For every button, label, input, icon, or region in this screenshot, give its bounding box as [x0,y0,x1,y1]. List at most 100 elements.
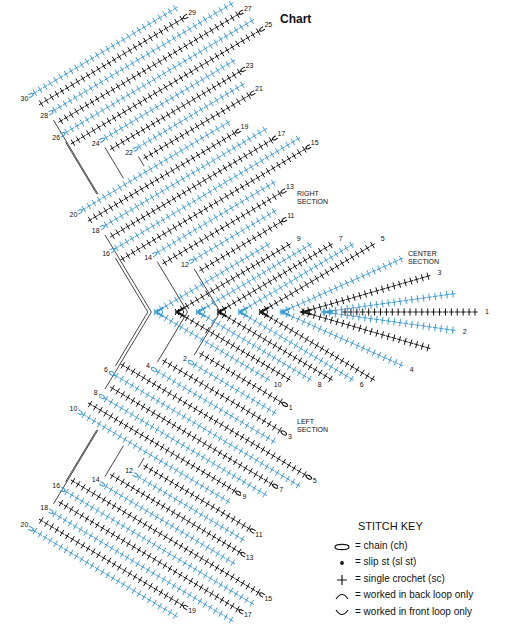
sc-stitch [96,494,100,500]
sc-stitch [234,202,238,208]
sc-stitch [230,44,234,50]
sc-stitch [259,460,263,466]
sc-stitch [131,89,135,95]
sc-stitch [419,308,424,315]
sc-stitch [157,234,161,240]
sc-stitch [335,263,339,269]
sc-stitch [89,533,93,539]
sc-stitch [194,581,198,587]
sc-stitch [226,367,230,373]
sc-stitch [178,221,182,227]
sc-stitch [360,248,364,254]
sc-stitch [278,345,282,351]
sc-stitch [81,75,85,81]
sc-stitch [134,502,138,508]
sc-stitch [187,592,191,598]
sc-stitch [170,95,174,101]
sc-stitch [164,461,168,467]
sc-stitch [144,508,148,514]
sc-stitch [261,446,265,452]
sc-stitch [360,308,365,315]
sc-stitch [220,336,224,342]
stitches [33,1,478,623]
sc-stitch [44,97,48,103]
sc-stitch [189,505,193,511]
sc-stitch [136,401,140,407]
chain-ovals [27,9,312,614]
sc-stitch [187,230,191,236]
sc-stitch [270,467,274,473]
sc-stitch [60,530,64,536]
sc-stitch [183,247,187,253]
sc-stitch [250,426,254,432]
sc-stitch [135,385,139,391]
sc-stitch [232,546,236,552]
sc-stitch [312,294,317,301]
sc-stitch [267,197,271,203]
sc-stitch [220,50,224,56]
sc-stitch [293,263,297,269]
sc-stitch [154,148,158,154]
sc-stitch [167,243,171,249]
sc-stitch [195,321,199,327]
sc-stitch [141,243,145,249]
sc-stitch [146,407,150,413]
sc-stitch [147,240,151,246]
sc-stitch [267,339,271,345]
sc-stitch [185,532,189,538]
sc-stitch [115,70,119,76]
sc-stitch [272,194,276,200]
sc-stitch [466,308,471,315]
sc-stitch [153,484,157,490]
sc-stitch [191,170,195,176]
sc-stitch [85,58,89,64]
sc-stitch [272,263,276,269]
sc-stitch [145,226,149,232]
sc-stitch [433,293,438,300]
sc-stitch [156,45,160,51]
sc-stitch [117,564,121,570]
sc-stitch [164,25,168,31]
sc-stitch [374,316,379,323]
sc-stitch [109,73,113,79]
sc-stitch [461,308,466,315]
sc-stitch [350,364,354,370]
sc-stitch [163,12,167,18]
sc-stitch [69,506,73,512]
sc-stitch [275,470,279,476]
sc-stitch [132,515,136,521]
sc-stitch [64,71,68,77]
sc-stitch [129,207,133,213]
sc-stitch [119,493,123,499]
sc-stitch [183,560,187,566]
sc-stitch [203,46,207,52]
sc-stitch [141,83,145,89]
sc-stitch [323,328,328,335]
sc-stitch [153,528,157,534]
sc-stitch [157,58,161,64]
sc-stitch [189,288,193,294]
sc-stitch [182,233,186,239]
row-number: 15 [310,139,320,147]
row-number: 10 [273,381,283,389]
sc-stitch [289,327,293,333]
sc-stitch [304,269,308,275]
row-number: 9 [296,235,302,243]
sc-stitch [172,583,176,589]
sc-stitch [323,302,328,309]
sc-stitch [225,571,229,577]
sc-stitch [251,355,255,361]
row-number: 6 [359,381,365,389]
sc-stitch [281,245,285,251]
sc-stitch [299,345,303,351]
sc-stitch [59,544,63,550]
sc-stitch [235,431,239,437]
sc-stitch [173,613,177,619]
sc-stitch [181,457,185,463]
sc-stitch [197,437,201,443]
sc-stitch [374,301,379,308]
sc-stitch [388,261,393,268]
sc-stitch [413,308,418,315]
sc-stitch [158,131,162,137]
sc-stitch [155,177,159,183]
